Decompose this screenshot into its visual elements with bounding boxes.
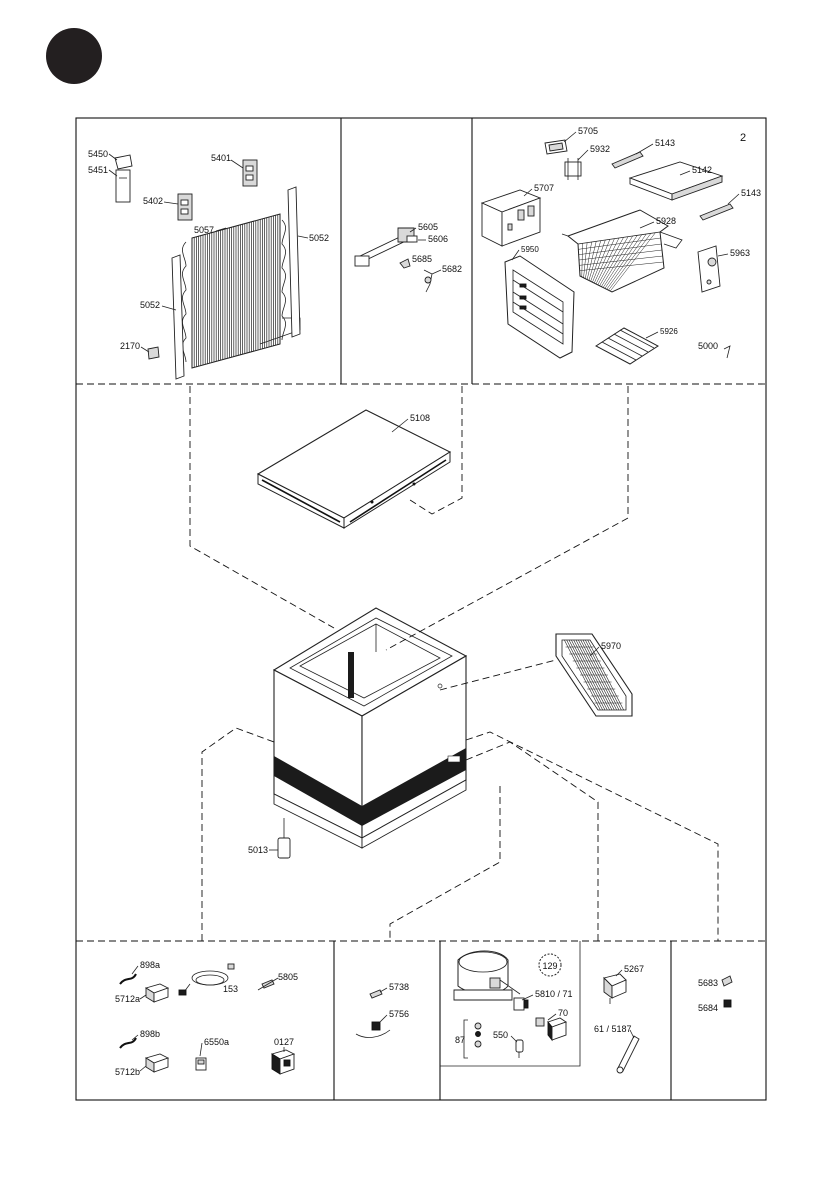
- label-5970: 5970: [601, 641, 621, 651]
- freezer-cabinet-part: [274, 608, 466, 848]
- relay-5712a-part: [146, 984, 168, 1002]
- hinge-5450-part: [115, 155, 132, 202]
- sidebar-5052-right: [288, 187, 300, 337]
- label-898b: 898b: [140, 1029, 160, 1039]
- heater-tube-61-part: [617, 1036, 639, 1073]
- box-0127-part: [272, 1050, 294, 1074]
- label-5926: 5926: [660, 327, 678, 336]
- bracket-5963-part: [698, 246, 720, 292]
- label-5267: 5267: [624, 964, 644, 974]
- label-5805: 5805: [278, 972, 298, 982]
- label-5143-top: 5143: [655, 138, 675, 148]
- label-5142: 5142: [692, 165, 712, 175]
- grommets-87-part: [464, 1020, 481, 1058]
- label-5401: 5401: [211, 153, 231, 163]
- fan-5267-part: [604, 974, 626, 1004]
- label-5451: 5451: [88, 165, 108, 175]
- label-5963: 5963: [730, 248, 750, 258]
- relay-5712b-part: [146, 1054, 168, 1072]
- label-5950: 5950: [521, 245, 539, 254]
- label-5932: 5932: [590, 144, 610, 154]
- label-5052-right: 5052: [309, 233, 329, 243]
- label-5000: 5000: [698, 341, 718, 351]
- hinge-5401-part: [243, 160, 257, 186]
- label-153: 153: [223, 984, 238, 994]
- capacitor-5805-part: [258, 978, 278, 990]
- bracket-5932-part: [565, 158, 581, 180]
- section-badge: [46, 28, 102, 84]
- label-5605: 5605: [418, 222, 438, 232]
- cell-fan: 5267 61 / 5187: [594, 964, 644, 1073]
- label-898a: 898a: [140, 960, 160, 970]
- label-5685: 5685: [412, 254, 432, 264]
- compressor-part: [454, 951, 520, 1000]
- hinge-5402-part: [178, 194, 192, 220]
- label-5738: 5738: [389, 982, 409, 992]
- label-5707: 5707: [534, 183, 554, 193]
- cell-thermostat: 5605 5606 5685 5682: [355, 222, 462, 292]
- clip-5683-part: [722, 976, 732, 986]
- cell-electrical: 898a 5712a 153 5805 898b 6550a 0127 5712…: [115, 960, 298, 1077]
- label-550: 550: [493, 1030, 508, 1040]
- label-5606: 5606: [428, 234, 448, 244]
- label-5705: 5705: [578, 126, 598, 136]
- cell-accessories: 5705 5932 5143 5142 5143 5707 5928 5950 …: [482, 126, 761, 364]
- label-5810-71: 5810 / 71: [535, 989, 573, 999]
- label-5402: 5402: [143, 196, 163, 206]
- cell-compressor: 129 5810 / 71 70 87 550: [440, 941, 580, 1066]
- control-box-5707-part: [482, 190, 540, 246]
- sensor-5756-part: [356, 1022, 390, 1037]
- label-5450: 5450: [88, 149, 108, 159]
- foot-5013-part: [278, 818, 290, 858]
- label-0127: 0127: [274, 1037, 294, 1047]
- label-5756: 5756: [389, 1009, 409, 1019]
- label-70: 70: [558, 1008, 568, 1018]
- lid-5108-part: [258, 410, 450, 528]
- label-5052-left: 5052: [140, 300, 160, 310]
- page-number: 2: [740, 132, 746, 144]
- label-5682: 5682: [442, 264, 462, 274]
- label-61-5187: 61 / 5187: [594, 1024, 632, 1034]
- overload-70-part: [536, 1018, 566, 1040]
- label-6550a: 6550a: [204, 1037, 229, 1047]
- label-5712a: 5712a: [115, 994, 140, 1004]
- strip-5143-top-part: [612, 152, 643, 168]
- strip-5143-right-part: [700, 204, 733, 220]
- cell-small-parts: 5683 5684: [698, 976, 732, 1013]
- handle-5705-part: [545, 140, 567, 154]
- label-5143-right: 5143: [741, 188, 761, 198]
- label-129: 129: [542, 961, 557, 971]
- valve-550-part: [516, 1040, 523, 1058]
- clip-2170-part: [148, 347, 159, 359]
- rack-5950-part: [505, 256, 574, 358]
- label-5928: 5928: [656, 216, 676, 226]
- grill-5926-part: [596, 328, 658, 364]
- switch-6550a-part: [196, 1058, 206, 1070]
- clip-5000-part: [724, 346, 730, 358]
- label-2170: 2170: [120, 341, 140, 351]
- clip-5684-part: [724, 1000, 731, 1007]
- knob-5738-part: [370, 990, 382, 998]
- condenser-5057-part: [182, 214, 300, 368]
- label-5013: 5013: [248, 845, 268, 855]
- label-5057: 5057: [194, 225, 214, 235]
- relay-5810-part: [514, 998, 528, 1010]
- cell-knob: 5738 5756: [356, 982, 409, 1037]
- harness-898b-part: [120, 1038, 136, 1048]
- label-5108: 5108: [410, 413, 430, 423]
- cell-condenser: 5450 5451 5401 5402 5057 5052 5052 2170: [88, 149, 329, 379]
- label-87: 87: [455, 1035, 465, 1045]
- label-5683: 5683: [698, 978, 718, 988]
- label-5684: 5684: [698, 1003, 718, 1013]
- harness-898a-part: [120, 974, 136, 984]
- label-5712b: 5712b: [115, 1067, 140, 1077]
